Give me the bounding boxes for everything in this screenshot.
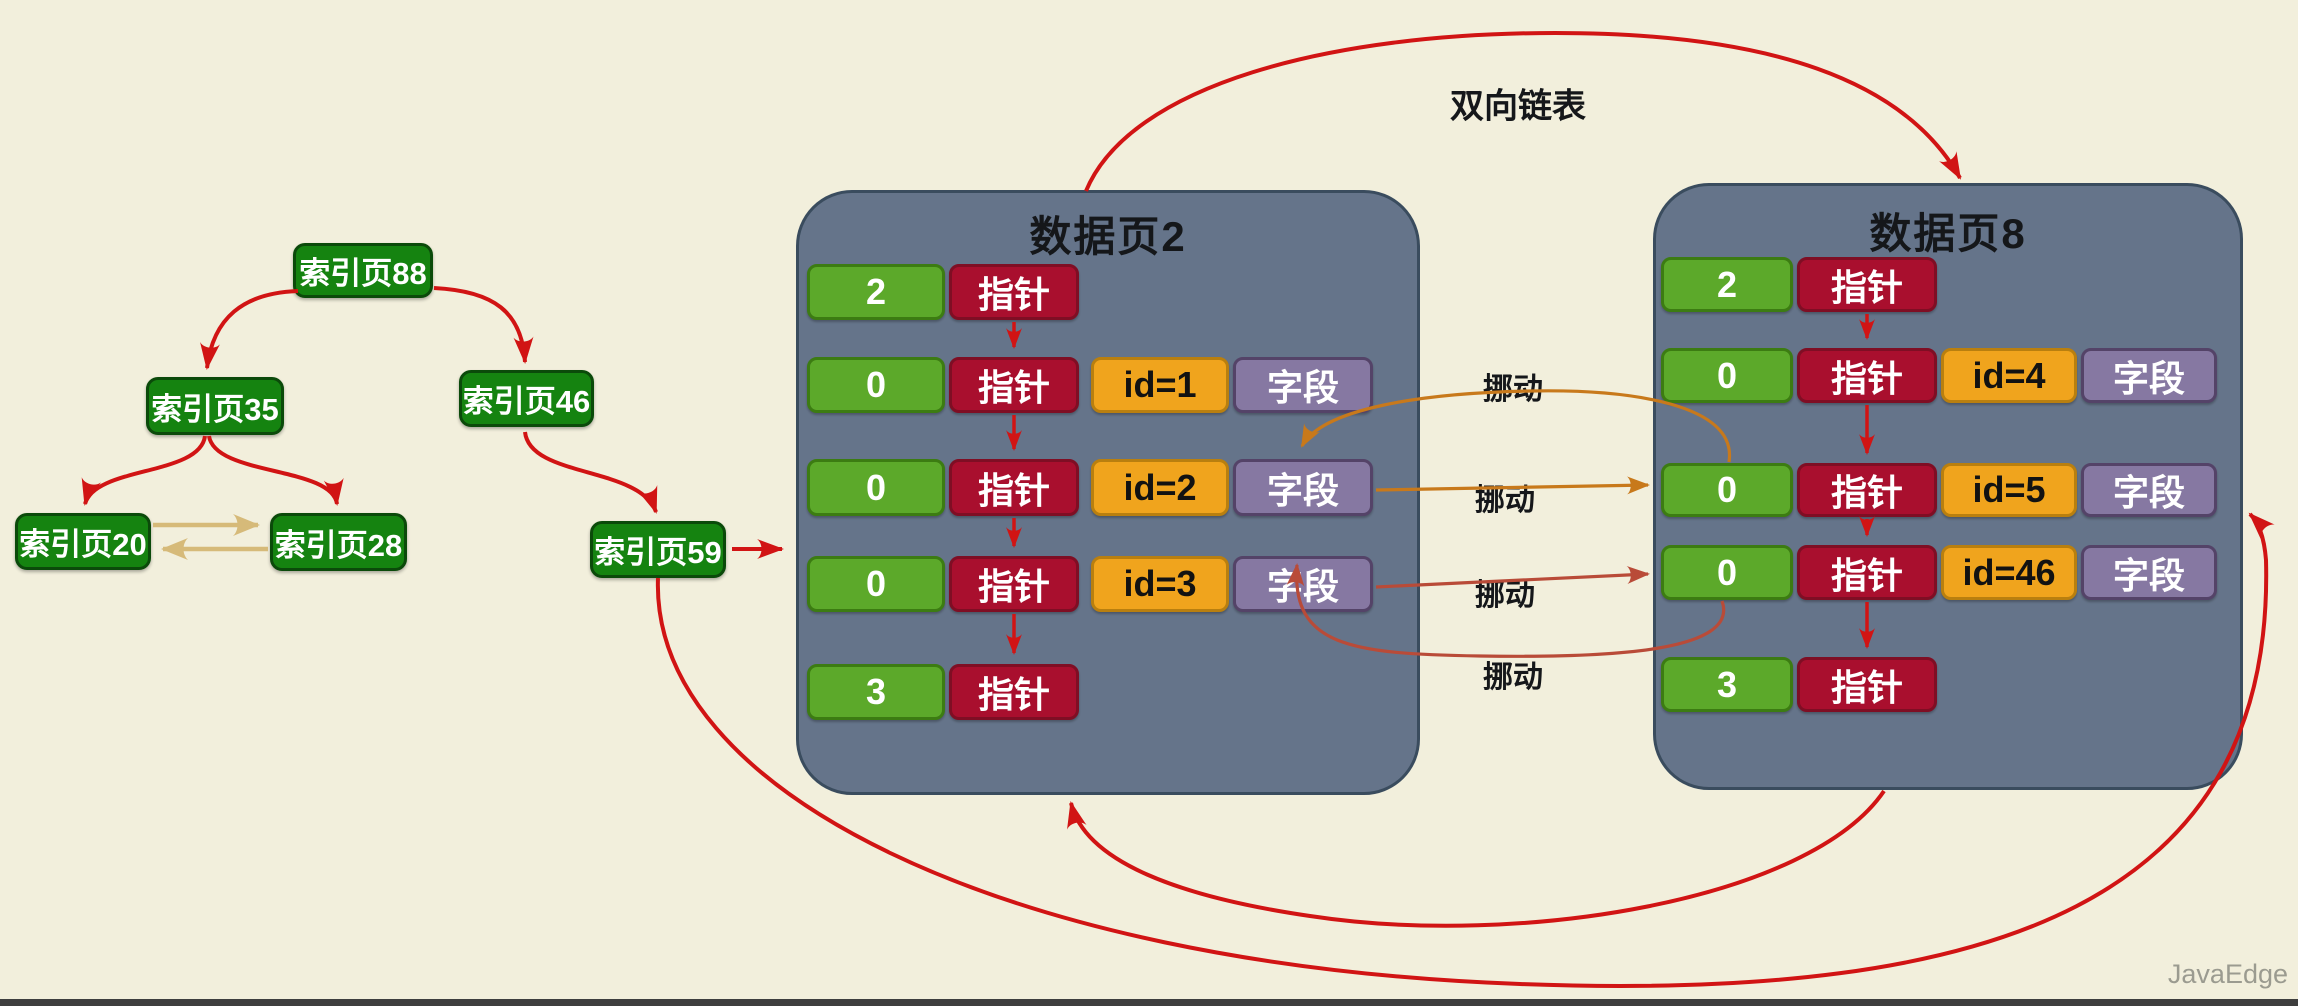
arrow-index46-to-index59	[523, 431, 658, 514]
record-num: 0	[1661, 348, 1793, 403]
move-label-2: 挪动	[1475, 484, 1535, 517]
index-page-28: 索引页28	[270, 513, 407, 571]
arrow-page8-to-page2-bottom-arc	[1067, 789, 1886, 928]
record-num: 2	[1661, 257, 1793, 312]
move-label-3: 挪动	[1475, 579, 1535, 612]
record-pointer: 指针	[949, 357, 1079, 413]
index-page-20: 索引页20	[15, 513, 151, 570]
record-pointer: 指针	[949, 664, 1079, 720]
record-id: id=5	[1941, 463, 2077, 517]
record-field: 字段	[1233, 357, 1373, 413]
record-num: 3	[1661, 657, 1793, 712]
record-num: 2	[807, 264, 945, 320]
record-pointer: 指针	[949, 556, 1079, 612]
record-id: id=3	[1091, 556, 1229, 612]
bottom-bar	[0, 999, 2298, 1006]
record-num: 3	[807, 664, 945, 720]
record-pointer: 指针	[1797, 545, 1937, 600]
arrow-index88-to-index46	[433, 286, 534, 364]
record-field: 字段	[2081, 348, 2217, 403]
record-num: 0	[807, 357, 945, 413]
record-pointer: 指针	[1797, 257, 1937, 312]
record-id: id=2	[1091, 459, 1229, 516]
data-page-8-title: 数据页8	[1869, 210, 2027, 257]
record-field: 字段	[2081, 545, 2217, 600]
arrow-index35-to-index20	[81, 435, 207, 506]
move-label-4: 挪动	[1483, 661, 1543, 694]
record-field: 字段	[1233, 556, 1373, 612]
index-page-46: 索引页46	[459, 370, 594, 427]
index-page-88: 索引页88	[293, 243, 433, 298]
record-num: 0	[1661, 545, 1793, 600]
record-pointer: 指针	[949, 459, 1079, 516]
index-page-35: 索引页35	[146, 377, 284, 435]
record-id: id=46	[1941, 545, 2077, 600]
move-label-1: 挪动	[1483, 373, 1543, 406]
arrow-index88-to-index35	[200, 289, 299, 370]
record-field: 字段	[2081, 463, 2217, 517]
watermark: JavaEdge	[2167, 959, 2288, 989]
record-pointer: 指针	[1797, 657, 1937, 712]
record-num: 0	[807, 556, 945, 612]
record-field: 字段	[1233, 459, 1373, 516]
arrow-index35-to-index28	[207, 435, 344, 506]
record-num: 0	[1661, 463, 1793, 517]
record-pointer: 指针	[949, 264, 1079, 320]
data-page-2-title: 数据页2	[1029, 213, 1187, 260]
record-num: 0	[807, 459, 945, 516]
doubly-linked-list-label: 双向链表	[1450, 87, 1586, 126]
record-id: id=1	[1091, 357, 1229, 413]
record-id: id=4	[1941, 348, 2077, 403]
index-page-59: 索引页59	[590, 521, 726, 578]
record-pointer: 指针	[1797, 348, 1937, 403]
record-pointer: 指针	[1797, 463, 1937, 517]
